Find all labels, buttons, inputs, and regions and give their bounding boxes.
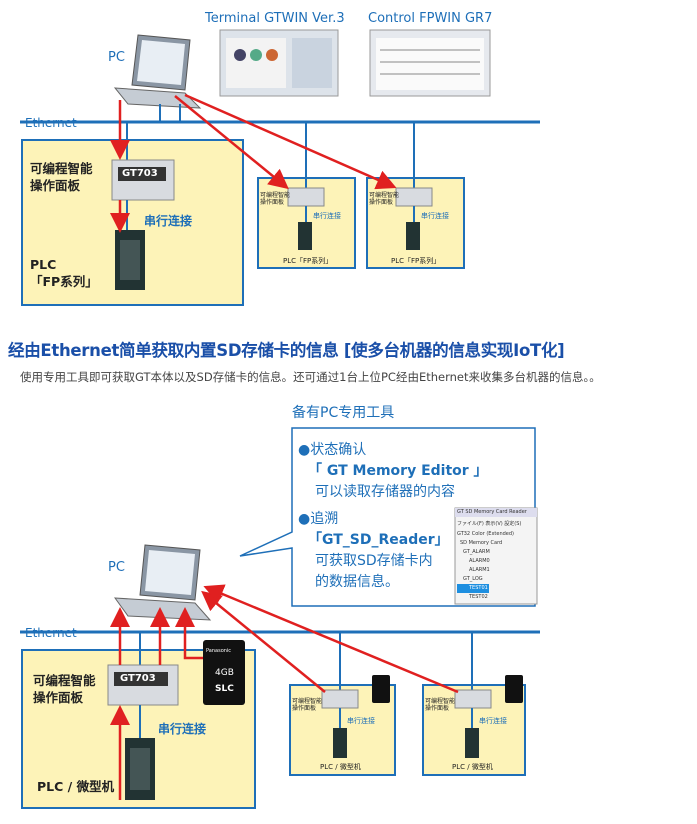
software-screenshot-gtwin [219,29,339,97]
software-screenshot-fpwin [369,29,491,97]
sd-card-small-3 [505,675,523,703]
tools-title: 备有PC专用工具 [292,405,395,421]
small-plc-label-b3: PLC / 微型机 [452,763,493,771]
small-panel-label-2: 可编程智能 操作面板 [260,192,291,206]
tree-item[interactable]: GT32 Color (Extended) [457,531,514,537]
panel-model-bottom: GT703 [120,673,156,684]
tree-item[interactable]: ALARM0 [469,558,490,564]
gt703-panel-icon-bottom [107,664,179,706]
serial-label-bottom: 串行连接 [158,722,207,736]
item2-desc: 可获取SD存储卡内 的数据信息。 [315,553,433,590]
item1-tool: 「 GT Memory Editor 」 [308,463,488,479]
ethernet-label-bottom: Ethernet [25,626,77,640]
gt703-panel-icon-top [111,159,175,201]
laptop-icon-bottom [113,544,212,621]
small-plc-label-2: PLC「FP系列」 [283,257,333,265]
reader-window-title: GT SD Memory Card Reader [457,509,527,515]
section-description: 使用专用工具即可获取GT本体以及SD存储卡的信息。还可通过1台上位PC经由Eth… [20,370,601,384]
panel-label-top: 可编程智能 操作面板 [30,161,93,193]
gt-panel-small-b3 [454,689,492,709]
plc-small-3 [406,222,420,250]
small-plc-label-3: PLC「FP系列」 [391,257,441,265]
ethernet-label-top: Ethernet [25,116,77,130]
panel-model-top: GT703 [122,168,158,179]
tree-item[interactable]: GT_LOG [463,576,483,582]
small-serial-b2: 串行连接 [347,717,375,725]
item1-desc: 可以读取存储器的内容 [315,484,455,500]
tree-item[interactable]: SD Memory Card [460,540,503,546]
software-label-gtwin: Terminal GTWIN Ver.3 [205,11,345,26]
gt-panel-small-2 [287,187,325,207]
gt-panel-small-3 [395,187,433,207]
section-heading: 经由Ethernet简单获取内置SD存储卡的信息 [使多台机器的信息实现IoT化… [8,341,565,360]
small-serial-2: 串行连接 [313,212,341,220]
plc-small-b2 [333,728,347,758]
reader-window-tree: GT32 Color (Extended) SD Memory Card GT_… [457,530,514,602]
laptop-icon-top [113,34,202,109]
pc-label-top: PC [108,50,125,65]
small-panel-label-3: 可编程智能 操作面板 [369,192,400,206]
plc-module-icon-top [115,230,145,290]
plc-label-bottom: PLC / 微型机 [37,779,115,794]
serial-label-top: 串行连接 [144,214,193,228]
plc-label-top: PLC 「FP系列」 [30,257,98,289]
small-plc-label-b2: PLC / 微型机 [320,763,361,771]
item1-title: ●状态确认 [298,442,367,458]
small-serial-b3: 串行连接 [479,717,507,725]
panel-label-bottom: 可编程智能 操作面板 [33,673,96,705]
small-panel-label-b2: 可编程智能 操作面板 [292,698,323,712]
tree-item-selected[interactable]: TEST01 [457,584,489,593]
pc-label-bottom: PC [108,560,125,575]
small-serial-3: 串行连接 [421,212,449,220]
reader-window-menu: ファイル(F) 表示(V) 設定(S) [457,521,522,527]
sd-card-small-2 [372,675,390,703]
tree-item[interactable]: GT_ALARM [463,549,490,555]
plc-small-2 [298,222,312,250]
sd-card-type: SLC [215,684,234,694]
sd-card-brand: Panasonic [206,648,232,654]
item2-tool: 「GT_SD_Reader」 [308,532,449,548]
sd-card-icon [203,640,245,705]
tree-item[interactable]: ALARM1 [469,567,490,573]
software-label-fpwin: Control FPWIN GR7 [368,11,493,26]
tree-item[interactable]: TEST02 [469,594,488,600]
gt-panel-small-b2 [321,689,359,709]
sd-card-capacity: 4GB [215,668,234,678]
plc-module-icon-bottom [125,738,155,800]
plc-small-b3 [465,728,479,758]
item2-title: ●追溯 [298,511,339,527]
small-panel-label-b3: 可编程智能 操作面板 [425,698,456,712]
